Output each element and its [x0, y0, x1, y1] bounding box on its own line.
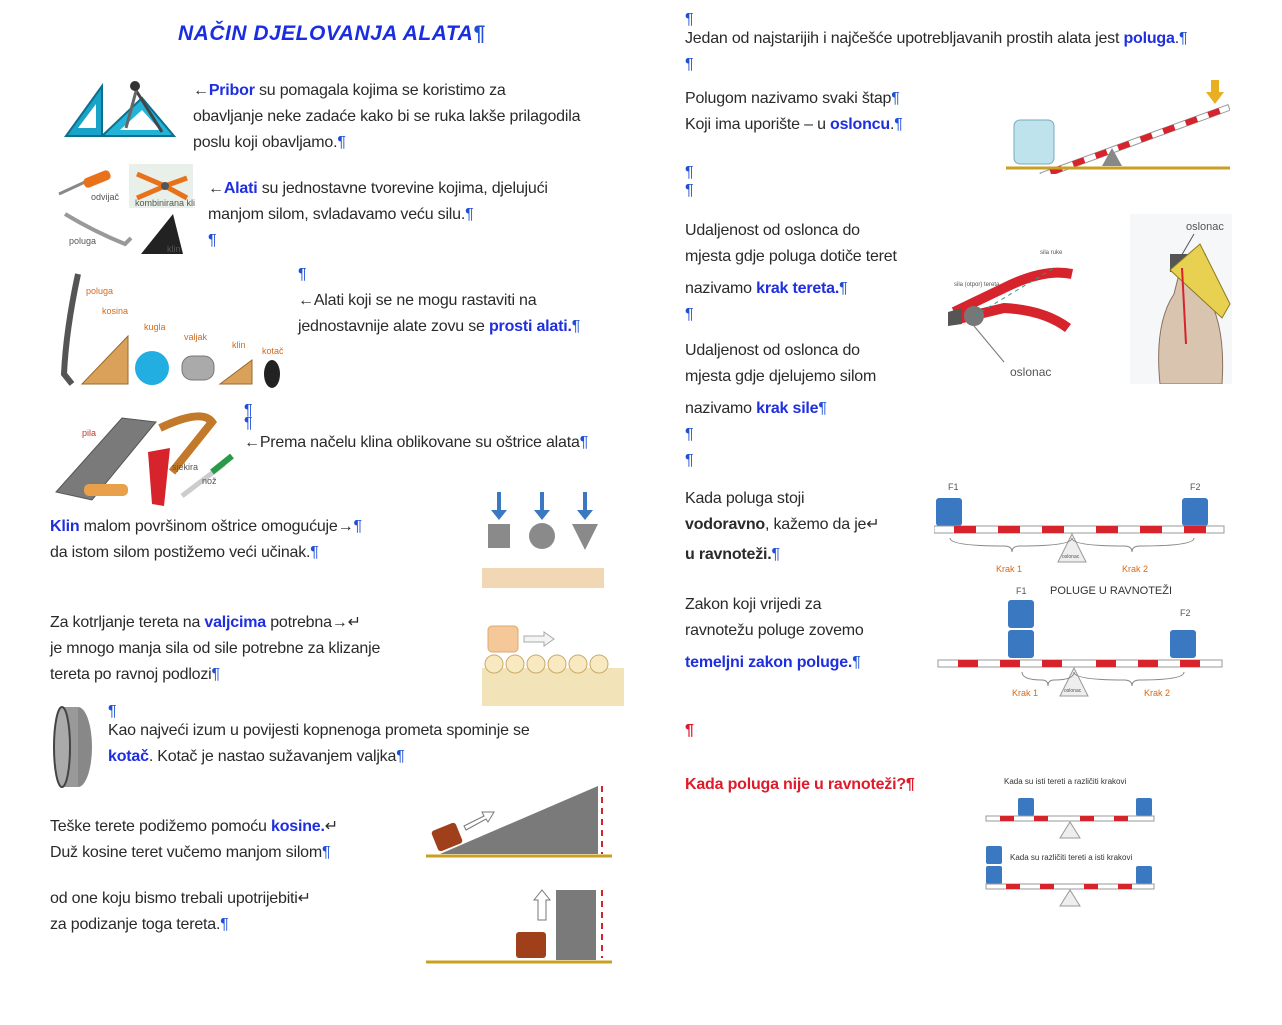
svg-text:Kada su isti tereti a različit: Kada su isti tereti a različiti krakovi — [1004, 777, 1126, 786]
klin-paragraph: Klin malom površinom oštrice omogućuje→¶… — [50, 518, 362, 561]
lever-basic-image — [1006, 80, 1230, 174]
svg-text:oslonac: oslonac — [1010, 365, 1051, 379]
klina-edge-paragraph: ¶ ¶ ←Prema načelu klina oblikovane su oš… — [244, 402, 589, 452]
kosine-paragraph: Teške terete podižemo pomoću kosine.↵ Du… — [50, 818, 338, 933]
svg-text:odvijač: odvijač — [91, 192, 120, 202]
svg-text:nož: nož — [202, 476, 217, 486]
bottle-opener-image: oslonac — [1130, 214, 1232, 384]
ravnoteza-paragraph: Kada poluga stoji vodoravno, kažemo da j… — [685, 490, 880, 563]
svg-text:kosina: kosina — [102, 306, 128, 316]
balanced-lever-equal-image: F1 F2 oslonac Krak 1 Krak 2 — [934, 482, 1225, 574]
krak-sile-paragraph: Udaljenost od oslonca do mjesta gdje dje… — [685, 342, 877, 469]
svg-text:F2: F2 — [1180, 608, 1191, 618]
rollers-image — [482, 625, 624, 706]
red-pilcrow: ¶ — [685, 722, 694, 739]
page-title-text: NAČIN DJELOVANJA ALATA — [178, 22, 474, 45]
simple-tools-image: poluga kosina kugla valjak klin kotač — [60, 273, 284, 388]
wheel-image — [53, 706, 92, 788]
svg-text:pila: pila — [82, 428, 96, 438]
svg-text:sila ruke: sila ruke — [1040, 250, 1063, 256]
svg-text:poluga: poluga — [86, 286, 113, 296]
svg-text:F2: F2 — [1190, 482, 1201, 492]
alati-paragraph: ←Alati su jednostavne tvorevine kojima, … — [208, 180, 548, 249]
poluga-definition: Polugom nazivamo svaki štap¶ Koji ima up… — [685, 90, 903, 133]
balanced-lever-unequal-image: POLUGE U RAVNOTEŽI F1 F2 oslonac Krak 1 … — [937, 584, 1223, 698]
svg-text:oslonac: oslonac — [1186, 221, 1224, 233]
svg-text:sjekira: sjekira — [172, 462, 198, 472]
svg-text:Krak 1: Krak 1 — [1012, 688, 1038, 698]
svg-text:Krak 2: Krak 2 — [1122, 564, 1148, 574]
svg-text:Kada su različiti tereti a ist: Kada su različiti tereti a isti krakovi — [1010, 853, 1132, 862]
svg-text:klin: klin — [232, 340, 246, 350]
poluga-intro: ¶ Jedan od najstarijih i najčešće upotre… — [685, 11, 1188, 74]
svg-text:F1: F1 — [948, 482, 959, 492]
krak-tereta-paragraph: Udaljenost od oslonca do mjesta gdje pol… — [685, 222, 897, 323]
unbalanced-levers-image: Kada su isti tereti a različiti krakovi … — [985, 777, 1155, 907]
pliers-diagram-image: sila ruke sila (otpor) tereta oslonac — [948, 250, 1074, 379]
tools-grid-image: odvijač kombinirana kliješta poluga klin — [58, 164, 195, 254]
cutting-tools-image: pila sjekira nož — [55, 412, 234, 506]
svg-text:poluga: poluga — [69, 236, 96, 246]
geometry-tools-image — [64, 81, 177, 137]
zakon-paragraph: Zakon koji vrijedi za ravnotežu poluge z… — [685, 596, 864, 671]
svg-text:valjak: valjak — [184, 332, 208, 342]
pribor-paragraph: ←Pribor su pomagala kojima se koristimo … — [193, 82, 581, 151]
spacer-marks: ¶ ¶ — [685, 164, 694, 199]
svg-text:oslonac: oslonac — [1064, 688, 1082, 694]
svg-text:Krak 2: Krak 2 — [1144, 688, 1170, 698]
svg-text:kugla: kugla — [144, 322, 166, 332]
vertical-lift-image — [426, 889, 612, 964]
svg-text:kotač: kotač — [262, 346, 284, 356]
question-heading: Kada poluga nije u ravnoteži?¶ — [685, 776, 915, 793]
svg-text:kombinirana kliješta: kombinirana kliješta — [135, 198, 195, 208]
svg-text:POLUGE U RAVNOTEŽI: POLUGE U RAVNOTEŽI — [1050, 584, 1172, 597]
valjci-paragraph: Za kotrljanje tereta na valjcima potrebn… — [50, 614, 381, 683]
shapes-pressure-image — [482, 492, 604, 588]
svg-text:klin: klin — [167, 244, 181, 254]
page-title: NAČIN DJELOVANJA ALATA¶ — [178, 22, 486, 45]
svg-text:oslonac: oslonac — [1062, 554, 1080, 560]
prosti-alati-paragraph: ¶ ←Alati koji se ne mogu rastaviti na je… — [298, 266, 581, 335]
kotac-paragraph: ¶ Kao najveći izum u povijesti kopnenoga… — [108, 703, 530, 766]
svg-text:F1: F1 — [1016, 586, 1027, 596]
incline-image — [426, 786, 612, 858]
svg-text:sila (otpor) tereta: sila (otpor) tereta — [954, 282, 1000, 288]
svg-text:Krak 1: Krak 1 — [996, 564, 1022, 574]
